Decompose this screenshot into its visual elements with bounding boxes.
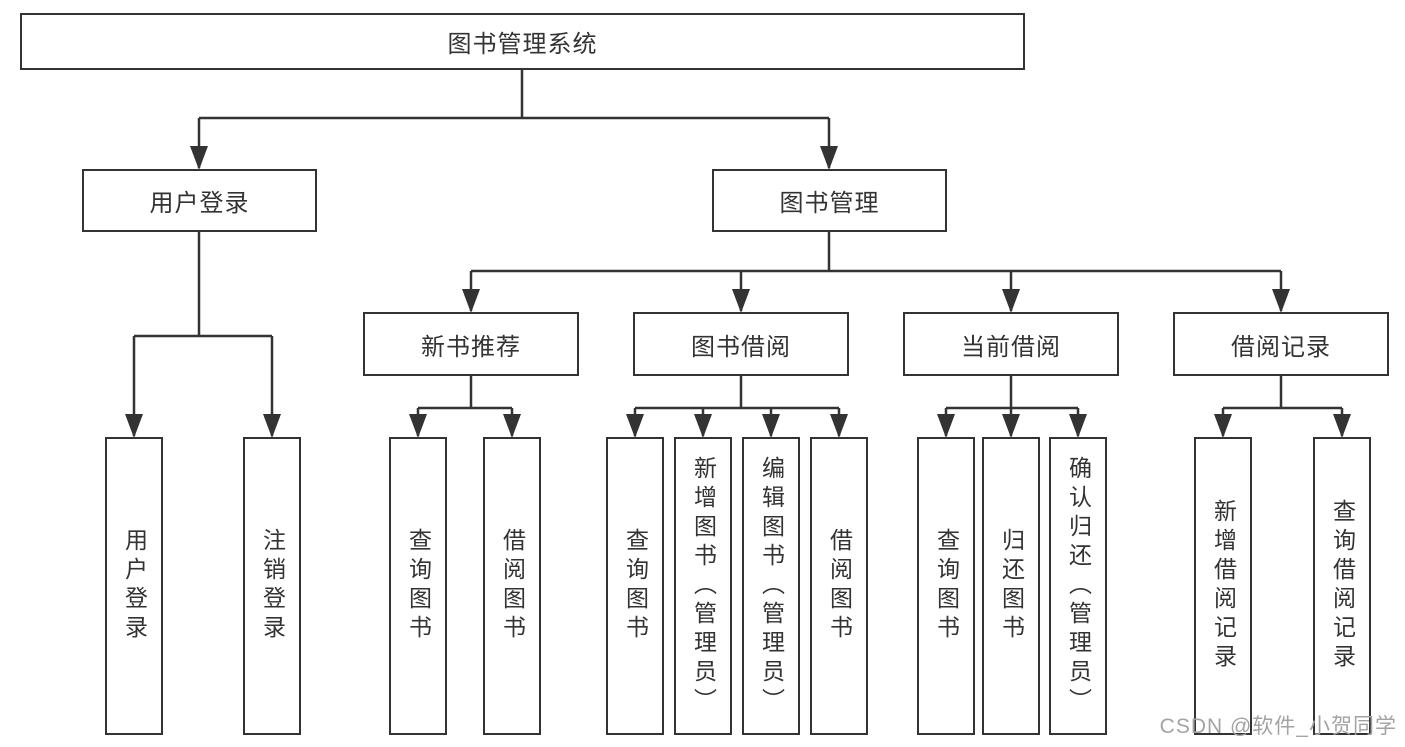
arrowhead-icon bbox=[1002, 414, 1020, 438]
node-label: 确认归还（管理员） bbox=[1065, 455, 1092, 717]
node-label: 借阅记录 bbox=[1231, 333, 1331, 361]
node-label: 新书推荐 bbox=[421, 333, 521, 361]
arrowhead-icon bbox=[125, 414, 143, 438]
arrowhead-icon bbox=[937, 414, 955, 438]
leaf-add-borrow-record: 新增借阅记录 bbox=[1194, 437, 1252, 735]
node-label: 图书管理 bbox=[779, 190, 880, 217]
arrowhead-icon bbox=[1069, 414, 1087, 438]
node-label: 查询图书 bbox=[405, 528, 432, 644]
node-label: 用户登录 bbox=[121, 528, 148, 644]
node-library-management-system: 图书管理系统 bbox=[20, 13, 1025, 70]
node-label: 当前借阅 bbox=[961, 333, 1061, 361]
arrowhead-icon bbox=[503, 414, 521, 438]
node-label: 用户登录 bbox=[149, 190, 250, 217]
leaf-user-login: 用户登录 bbox=[105, 437, 163, 735]
leaf-return-books: 归还图书 bbox=[982, 437, 1040, 735]
leaf-borrow-books: 借阅图书 bbox=[810, 437, 868, 735]
arrowhead-icon bbox=[830, 414, 848, 438]
arrowhead-icon bbox=[762, 414, 780, 438]
watermark: CSDN @软件_小贺同学 bbox=[1159, 715, 1397, 738]
node-label: 查询借阅记录 bbox=[1329, 499, 1356, 673]
arrowhead-icon bbox=[1272, 289, 1290, 313]
arrowhead-icon bbox=[263, 414, 281, 438]
arrowhead-icon bbox=[694, 414, 712, 438]
arrowhead-icon bbox=[462, 289, 480, 313]
tree-edges bbox=[132, 69, 1344, 436]
leaf-confirm-return-admin: 确认归还（管理员） bbox=[1049, 437, 1107, 735]
node-label: 编辑图书（管理员） bbox=[758, 455, 785, 717]
node-label: 图书管理系统 bbox=[447, 31, 598, 58]
arrowhead-icon bbox=[1214, 414, 1232, 438]
arrowhead-icon bbox=[820, 146, 838, 170]
node-label: 注销登录 bbox=[259, 528, 286, 644]
node-label: 新增借阅记录 bbox=[1210, 499, 1237, 673]
leaf-query-books: 查询图书 bbox=[606, 437, 664, 735]
node-current-borrowing: 当前借阅 bbox=[903, 312, 1119, 376]
node-label: 归还图书 bbox=[998, 528, 1025, 644]
node-label: 图书借阅 bbox=[691, 333, 791, 361]
leaf-borrow-books: 借阅图书 bbox=[483, 437, 541, 735]
node-book-borrowing: 图书借阅 bbox=[633, 312, 849, 376]
node-label: 查询图书 bbox=[622, 528, 649, 644]
arrowhead-icon bbox=[409, 414, 427, 438]
arrowhead-icon bbox=[626, 414, 644, 438]
leaf-add-book-admin: 新增图书（管理员） bbox=[674, 437, 732, 735]
node-user-login: 用户登录 bbox=[82, 169, 317, 232]
arrowhead-icon bbox=[732, 289, 750, 313]
arrowhead-icon bbox=[190, 146, 208, 170]
node-label: 新增图书（管理员） bbox=[690, 455, 717, 717]
leaf-edit-book-admin: 编辑图书（管理员） bbox=[742, 437, 800, 735]
leaf-query-borrow-record: 查询借阅记录 bbox=[1313, 437, 1371, 735]
arrowhead-icon bbox=[1002, 289, 1020, 313]
node-new-book-recommendation: 新书推荐 bbox=[363, 312, 579, 376]
leaf-query-books: 查询图书 bbox=[389, 437, 447, 735]
node-label: 借阅图书 bbox=[826, 528, 853, 644]
node-label: 借阅图书 bbox=[499, 528, 526, 644]
leaf-query-books: 查询图书 bbox=[917, 437, 975, 735]
node-label: 查询图书 bbox=[933, 528, 960, 644]
leaf-logout: 注销登录 bbox=[243, 437, 301, 735]
node-borrowing-records: 借阅记录 bbox=[1173, 312, 1389, 376]
node-book-management: 图书管理 bbox=[712, 169, 947, 232]
arrowhead-icon bbox=[1333, 414, 1351, 438]
